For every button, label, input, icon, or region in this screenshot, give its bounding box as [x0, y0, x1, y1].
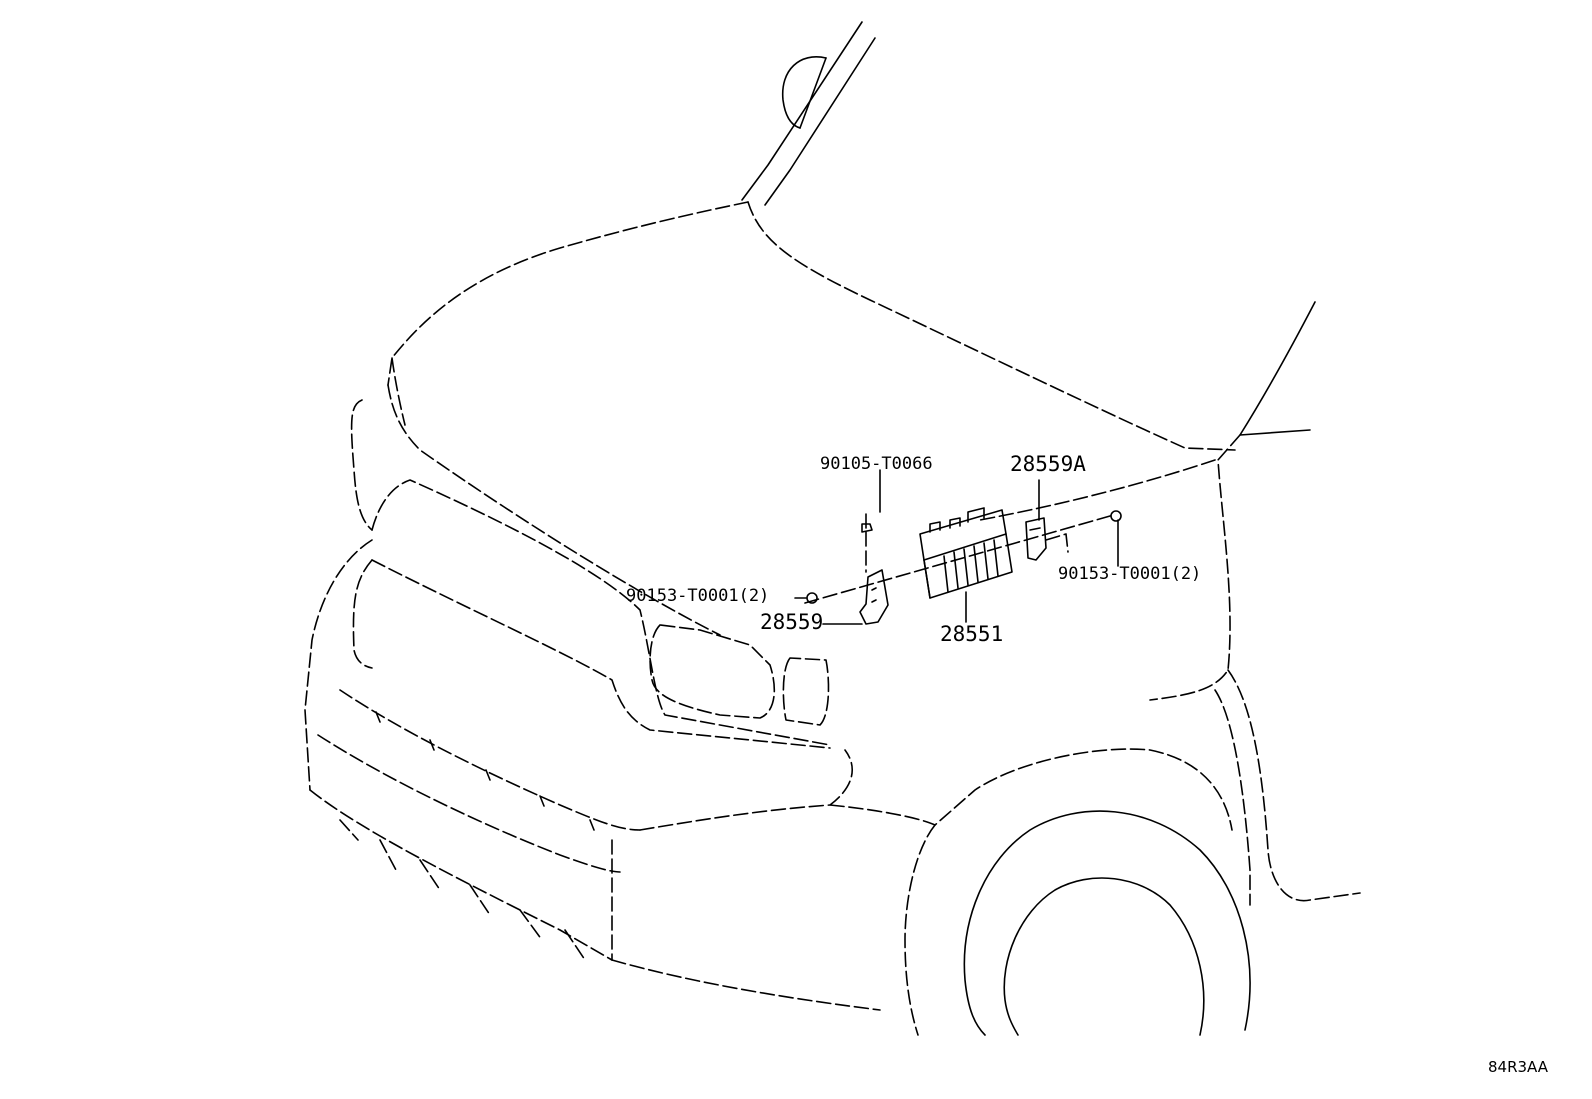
fender-right [1149, 301, 1361, 906]
callout-bracket-right: 28559A [1010, 452, 1086, 476]
module-assembly [794, 469, 1122, 625]
callout-bolt-top: 90105-T0066 [820, 454, 933, 474]
front-grille [350, 399, 831, 749]
bracket-left [859, 569, 889, 625]
reference-code: 84R3AA [1488, 1058, 1548, 1076]
callout-screw-left: 90153-T0001(2) [626, 586, 770, 606]
bracket-right [1025, 517, 1047, 561]
screw-right [1110, 510, 1122, 522]
callout-bracket-left: 28559 [760, 610, 824, 634]
screw-left [806, 592, 818, 604]
front-bumper [304, 539, 1233, 1011]
bolt-top [861, 513, 873, 533]
hood [387, 201, 1236, 636]
wheel [904, 810, 1251, 1036]
callout-screw-right: 90153-T0001(2) [1058, 564, 1202, 584]
callout-module: 28551 [940, 622, 1004, 646]
a-pillar-and-mirror [741, 21, 876, 206]
